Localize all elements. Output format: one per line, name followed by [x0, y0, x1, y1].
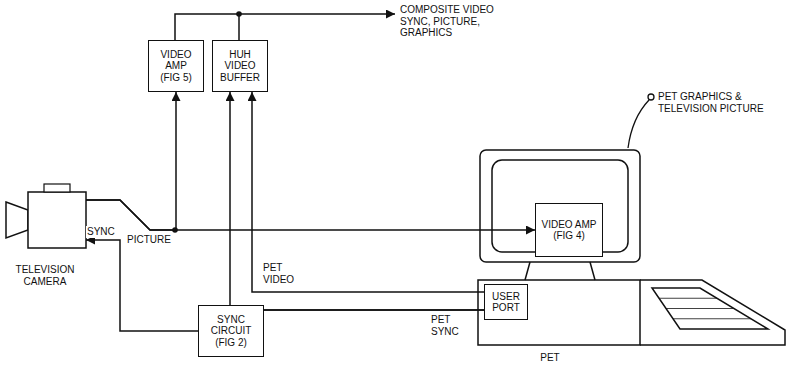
box-text-wrap: VIDEO AMP (FIG 5)	[151, 46, 201, 87]
box-text-wrap: VIDEO AMP (FIG 4)	[538, 216, 600, 245]
box-label: VIDEO AMP (FIG 5)	[154, 49, 198, 84]
box-label: HUH VIDEO BUFFER	[218, 49, 262, 84]
signal-wire	[230, 92, 484, 310]
leader-line	[628, 100, 649, 148]
monitor-stand	[525, 262, 595, 280]
amplifier-box: VIDEO AMP (FIG 4)	[535, 203, 603, 257]
box-label: VIDEO AMP (FIG 4)	[541, 219, 597, 242]
keyboard-keys	[659, 298, 751, 319]
television-camera: TELEVISION CAMERA	[4, 178, 86, 303]
signal-wire	[86, 240, 198, 331]
signal-wire	[86, 92, 176, 230]
output-wire	[238, 14, 240, 40]
pet-base	[478, 280, 640, 345]
wire-label: SYNC	[86, 226, 120, 238]
camera-body	[28, 192, 86, 248]
signal-wire	[252, 92, 484, 292]
signal-note: PET GRAPHICS & TELEVISION PICTURE	[658, 91, 786, 114]
box-label: USER PORT	[490, 291, 522, 314]
camera-caption: TELEVISION CAMERA	[4, 264, 86, 287]
junction-dot	[236, 11, 242, 17]
key-row	[666, 308, 734, 309]
wire-label: PICTURE	[126, 234, 188, 246]
pet-drawing	[470, 145, 792, 371]
camera-drawing	[4, 178, 86, 258]
pet-keyboard	[652, 288, 768, 329]
monitor-housing	[480, 150, 640, 262]
buffer-box: HUH VIDEO BUFFER	[212, 40, 268, 92]
pet-keyboard-housing	[640, 280, 785, 345]
sync-circuit-box: SYNC CIRCUIT (FIG 2)	[198, 305, 264, 357]
signal-wire	[86, 200, 535, 230]
output-wire	[175, 14, 395, 40]
key-row	[659, 298, 717, 299]
wire-label: PET VIDEO	[262, 262, 304, 285]
pet-computer: PET VIDEO AMP (FIG 4) USER PORT	[470, 145, 792, 371]
box-label: SYNC CIRCUIT (FIG 2)	[204, 314, 258, 349]
box-text-wrap: USER PORT	[487, 288, 525, 317]
computer-caption: PET	[530, 352, 570, 364]
signal-note: COMPOSITE VIDEO SYNC, PICTURE, GRAPHICS	[400, 4, 502, 39]
box-text-wrap: SYNC CIRCUIT (FIG 2)	[201, 311, 261, 352]
key-row	[673, 318, 751, 319]
port-box: USER PORT	[484, 284, 528, 320]
camera-lens	[6, 202, 28, 238]
camera-viewfinder	[44, 184, 70, 192]
amplifier-box: VIDEO AMP (FIG 5)	[148, 40, 204, 92]
box-text-wrap: HUH VIDEO BUFFER	[215, 46, 265, 87]
wire-label: PET SYNC	[430, 314, 472, 337]
leader-terminal	[648, 94, 654, 100]
